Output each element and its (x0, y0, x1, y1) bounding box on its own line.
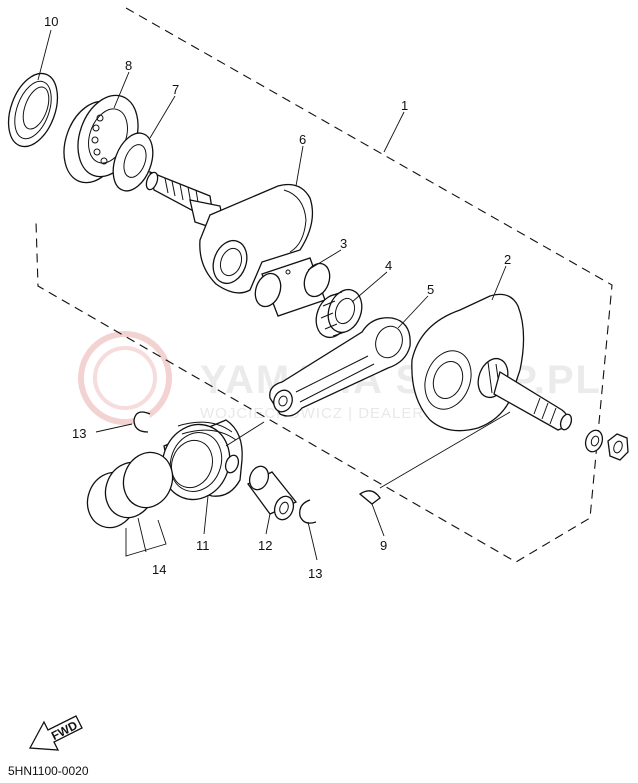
circlip-1 (133, 411, 151, 433)
watermark-logo-inner (93, 346, 157, 410)
oil-seal (7, 72, 59, 148)
leader-lines (37, 29, 511, 561)
diagram-code: 5HN1100-0020 (8, 764, 89, 778)
watermark-brand: YAMAHA SKLEP.PL (200, 358, 602, 402)
piston-pin (247, 465, 298, 521)
woodruff-key (358, 490, 381, 505)
callout-6: 6 (299, 132, 306, 147)
callout-11: 11 (196, 538, 210, 553)
crank-2 (411, 293, 573, 432)
washer (112, 132, 154, 192)
callout-14: 14 (152, 562, 166, 577)
fwd-arrow-icon: FWD (28, 715, 83, 751)
piston-rings (86, 451, 174, 529)
watermark-logo-ring (78, 331, 172, 425)
callout-1: 1 (401, 98, 408, 113)
callout-10: 10 (44, 14, 58, 29)
connecting-rod (269, 317, 411, 417)
crank-pin (254, 257, 331, 317)
callout-3: 3 (340, 236, 347, 251)
piston (161, 419, 243, 501)
callout-4: 4 (385, 258, 392, 273)
callout-8: 8 (125, 58, 132, 73)
callout-9: 9 (380, 538, 387, 553)
shaft-washer (584, 429, 604, 453)
shaft-nut (607, 433, 629, 461)
callout-13-lower: 13 (308, 566, 322, 581)
callout-2: 2 (504, 252, 511, 267)
circlip-2 (299, 499, 317, 524)
callout-5: 5 (427, 282, 434, 297)
callout-7: 7 (172, 82, 179, 97)
callout-12: 12 (258, 538, 272, 553)
assembly-outline (35, 7, 613, 563)
crank-1 (145, 170, 314, 294)
bearing (63, 94, 139, 184)
callout-13-upper: 13 (72, 426, 86, 441)
